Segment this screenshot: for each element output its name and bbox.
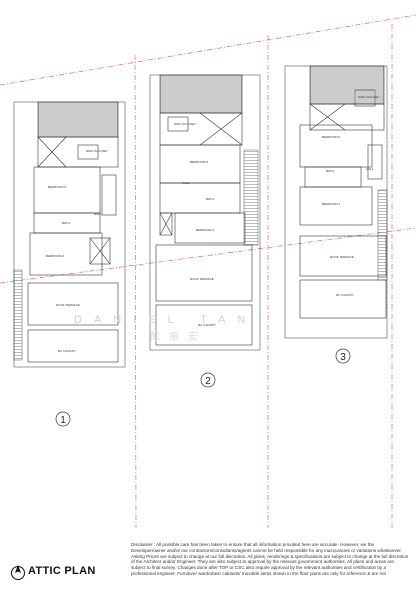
unit-2-terrace-label: ROOF TERRACE: [190, 277, 214, 281]
unit-2-number: 2: [205, 376, 211, 387]
unit-2-bath-label: BATH: [206, 197, 214, 201]
watermark-english: DANIEL TAN: [74, 314, 257, 326]
unit-1-number-marker: 1: [55, 411, 71, 427]
unit-3-canopy-label: RC CANOPY: [336, 293, 354, 297]
unit-1-canopy-label: RC CANOPY: [58, 349, 76, 353]
watermark-chinese: 陈振宏: [150, 330, 207, 343]
unit-1-hall-label: HALL: [94, 212, 102, 216]
unit-1-bedroom4-label: BEDROOM 4: [46, 254, 64, 258]
unit-3-hall-label: HALL: [366, 167, 374, 171]
unit-3-labels: WALK-IN CLOSET BEDROOM 5 BATH HALL BEDRO…: [322, 95, 380, 297]
unit-3-bedroom4-label: BEDROOM 4: [322, 202, 340, 206]
unit-1-labels: WALK-IN CLOSET BEDROOM 5 BATH HALL BEDRO…: [46, 149, 108, 353]
north-arrow-icon: [11, 565, 25, 580]
unit-2-number-marker: 2: [200, 372, 216, 388]
unit-1-wic-label: WALK-IN CLOSET: [86, 149, 108, 153]
unit-1-bath-label: BATH: [62, 221, 70, 225]
unit-1-terrace-label: ROOF TERRACE: [56, 303, 80, 307]
unit-2-bedroom5-label: BEDROOM 5: [190, 160, 208, 164]
unit-3-bedroom5-label: BEDROOM 5: [322, 135, 340, 139]
unit-3-terrace-label: ROOF TERRACE: [330, 255, 354, 259]
unit-2-canopy-label: RC CANOPY: [198, 323, 216, 327]
unit-3-plan: [284, 65, 388, 339]
unit-3-number-marker: 3: [335, 348, 351, 364]
unit-1-bedroom5-label: BEDROOM 5: [48, 185, 66, 189]
unit-2-labels: WALK-IN CLOSET BEDROOM 5 HALL BATH BEDRO…: [174, 122, 216, 327]
lot-boundaries: [0, 14, 416, 529]
plan-title: ATTIC PLAN: [28, 565, 96, 577]
unit-3-wic-label: WALK-IN CLOSET: [358, 95, 380, 99]
unit-1-number: 1: [60, 415, 66, 426]
unit-2-wic-label: WALK-IN CLOSET: [174, 122, 196, 126]
unit-2-hall-label: HALL: [182, 181, 190, 185]
unit-3-bath-label: BATH: [326, 169, 334, 173]
disclaimer-text: Disclaimer : All possible care has been …: [131, 542, 409, 576]
unit-2-plan: [149, 74, 261, 351]
unit-2-bedroom4-label: BEDROOM 4: [196, 228, 214, 232]
unit-3-number: 3: [340, 352, 346, 363]
unit-1-plan: [13, 101, 126, 368]
